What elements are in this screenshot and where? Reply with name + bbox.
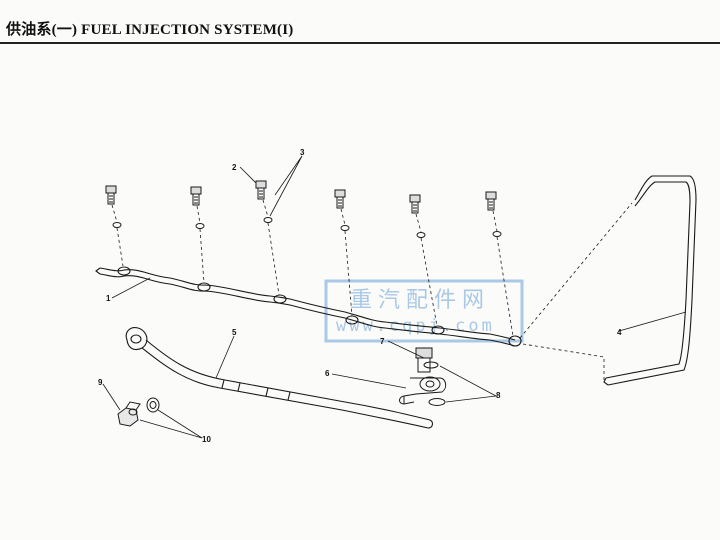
- callout-3: 3: [300, 148, 305, 157]
- sealing-washer: [340, 225, 350, 231]
- watermark-text-url: www.cqpj.com: [336, 316, 495, 336]
- watermark-frame: [324, 279, 524, 343]
- banjo-bolt: [190, 186, 202, 206]
- banjo-bolt: [485, 191, 497, 211]
- sealing-washer: [492, 231, 502, 237]
- callout-2: 2: [232, 163, 237, 172]
- banjo-bolt: [105, 185, 117, 205]
- watermark-text-cn: 重汽配件网: [350, 288, 490, 313]
- banjo-bolts: [105, 180, 502, 238]
- screw-plug: [117, 407, 139, 427]
- callout-10: 10: [202, 435, 211, 444]
- callout-1: 1: [106, 294, 111, 303]
- plug-washer: [146, 397, 160, 413]
- header-rule: [0, 42, 720, 44]
- sealing-washer: [423, 361, 439, 369]
- watermark: 重汽配件网 www.cqpj.com: [324, 279, 524, 343]
- hollow-bolt: [415, 347, 433, 359]
- fuel-return-line: [95, 266, 522, 347]
- banjo-bolt: [334, 189, 346, 209]
- callout-4: 4: [617, 328, 622, 337]
- callout-8: 8: [496, 391, 501, 400]
- callout-9: 9: [98, 378, 103, 387]
- sealing-washer: [195, 223, 205, 229]
- banjo-bolt: [255, 180, 267, 200]
- sealing-washer: [263, 217, 273, 223]
- callout-7: 7: [380, 337, 385, 346]
- banjo-bolt: [409, 194, 421, 214]
- leader-lines: [102, 155, 687, 439]
- callout-6: 6: [325, 369, 330, 378]
- plug-assembly: [117, 397, 160, 427]
- sealing-washer: [112, 222, 122, 228]
- banjo-fitting: [399, 347, 447, 406]
- callout-labels: 1 2 3 4 5 6 7 8 9 10: [98, 148, 622, 444]
- fuel-pipe-right: [603, 175, 697, 386]
- sealing-washer: [416, 232, 426, 238]
- assembly-dashes: [111, 199, 633, 381]
- sealing-washer: [428, 398, 446, 406]
- callout-5: 5: [232, 328, 237, 337]
- fuel-hose: [125, 327, 433, 429]
- page-title: 供油系(一) FUEL INJECTION SYSTEM(I): [6, 22, 294, 38]
